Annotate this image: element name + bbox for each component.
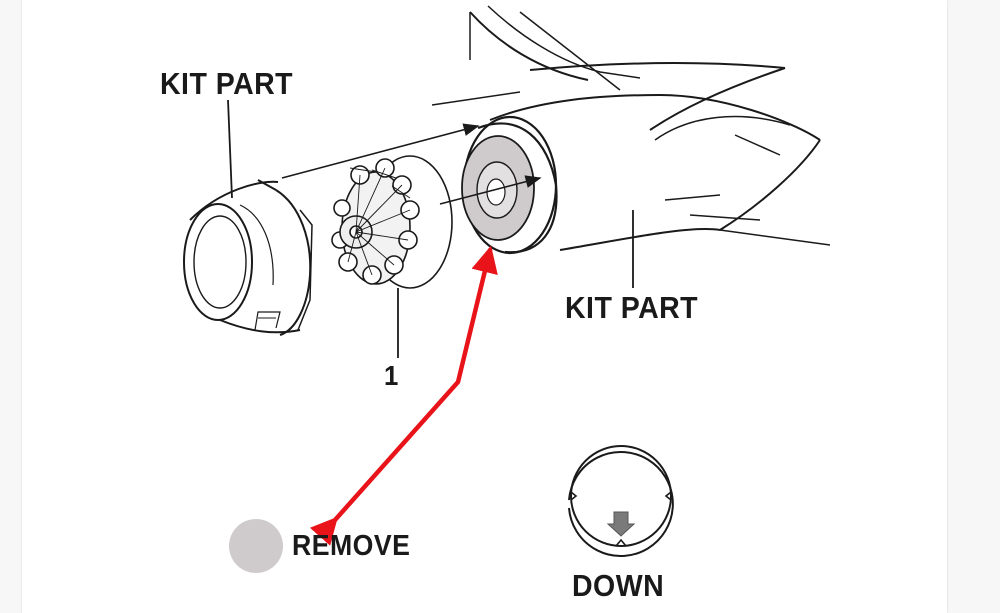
- part-number-label: 1: [384, 360, 399, 391]
- down-label: DOWN: [572, 568, 665, 603]
- assembly-guide-lines: [281, 123, 542, 205]
- radial-engine-part-1: [331, 155, 453, 289]
- kit-part-label-right: KIT PART: [565, 290, 699, 325]
- red-indicator-arrow: [309, 245, 498, 546]
- down-arrow-icon: [568, 445, 674, 557]
- remove-label: REMOVE: [292, 530, 411, 562]
- cowling-kit-part: [183, 179, 313, 336]
- gray-circle-icon: [229, 519, 283, 573]
- kit-part-label-top: KIT PART: [160, 66, 294, 101]
- nacelle-kit-part: [431, 5, 831, 255]
